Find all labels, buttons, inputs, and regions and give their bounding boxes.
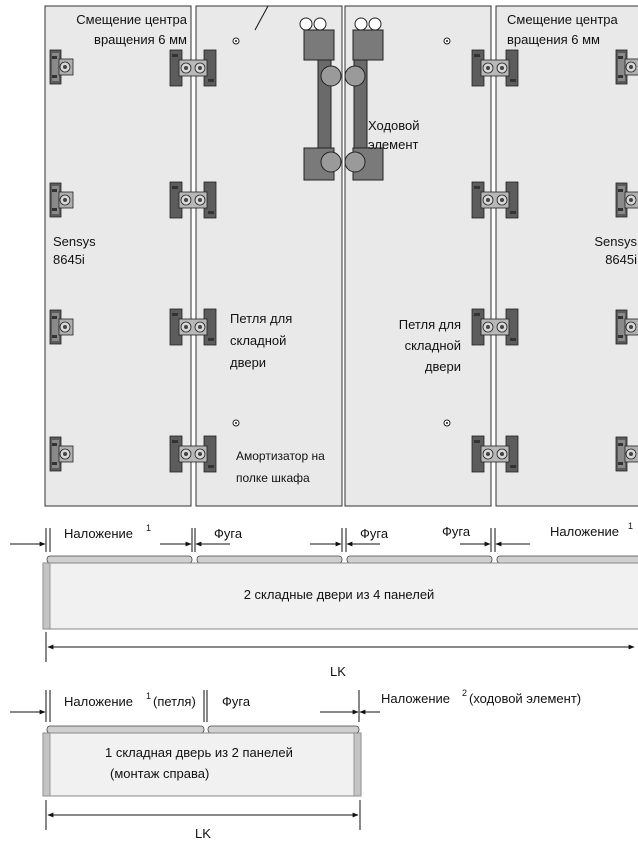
gap-label-2: Фуга xyxy=(360,526,389,541)
section-2-caption-1: 1 складная дверь из 2 панелей xyxy=(105,745,293,760)
overlay-right-sup: 1 xyxy=(628,521,633,531)
gap-label-3: Фуга xyxy=(442,524,471,539)
damper-label-1: Амортизатор на xyxy=(236,449,325,463)
gap-label-1: Фуга xyxy=(214,526,243,541)
fold-hinge-label-right-3: двери xyxy=(425,359,461,374)
panel-4 xyxy=(495,5,638,507)
sensys-label-right-model: 8645i xyxy=(605,252,637,267)
overlay-left-label: Наложение xyxy=(64,526,133,541)
overlay-right-label: Наложение xyxy=(550,524,619,539)
section-4-caption: 2 складные двери из 4 панелей xyxy=(244,587,435,602)
offset-label-right-2: вращения 6 мм xyxy=(507,32,600,47)
section-4-panels xyxy=(10,528,638,662)
lk-label-2: LK xyxy=(195,826,211,841)
section-2-panels xyxy=(10,690,380,830)
sensys-label-right-name: Sensys xyxy=(594,234,637,249)
panels-front-view xyxy=(44,5,638,507)
fold-hinge-label-left-1: Петля для xyxy=(230,311,292,326)
running-element-label-2: элемент xyxy=(368,137,419,152)
fold-hinge-label-left-2: складной xyxy=(230,333,286,348)
overlay-hinge-note: (петля) xyxy=(153,694,196,709)
overlay-left-sup: 1 xyxy=(146,523,151,533)
offset-leader-line xyxy=(254,5,269,31)
gap-label-2panel: Фуга xyxy=(222,694,251,709)
overlay-running-label: Наложение xyxy=(381,691,450,706)
overlay-hinge-label: Наложение xyxy=(64,694,133,709)
running-element-label-1: Ходовой xyxy=(368,118,420,133)
section-2-caption-2: (монтаж справа) xyxy=(110,766,209,781)
fold-hinge-label-right-1: Петля для xyxy=(399,317,461,332)
lk-label-4: LK xyxy=(330,664,346,679)
damper-label-2: полке шкафа xyxy=(236,471,310,485)
damper-markers xyxy=(232,37,451,427)
sensys-label-left-name: Sensys xyxy=(53,234,96,249)
sensys-label-left-model: 8645i xyxy=(53,252,85,267)
overlay-running-sup: 2 xyxy=(462,688,467,698)
offset-label-left-2: вращения 6 мм xyxy=(94,32,187,47)
overlay-hinge-sup: 1 xyxy=(146,691,151,701)
running-element-left xyxy=(299,17,342,181)
overlay-running-note: (ходовой элемент) xyxy=(469,691,581,706)
offset-label-right-1: Смещение центра xyxy=(507,12,619,27)
running-element-right xyxy=(344,17,384,181)
fold-hinge-label-right-2: складной xyxy=(405,338,461,353)
offset-label-left-1: Смещение центра xyxy=(76,12,188,27)
panel-3 xyxy=(344,5,492,507)
panel-1 xyxy=(44,5,192,507)
fold-hinge-label-left-3: двери xyxy=(230,355,266,370)
